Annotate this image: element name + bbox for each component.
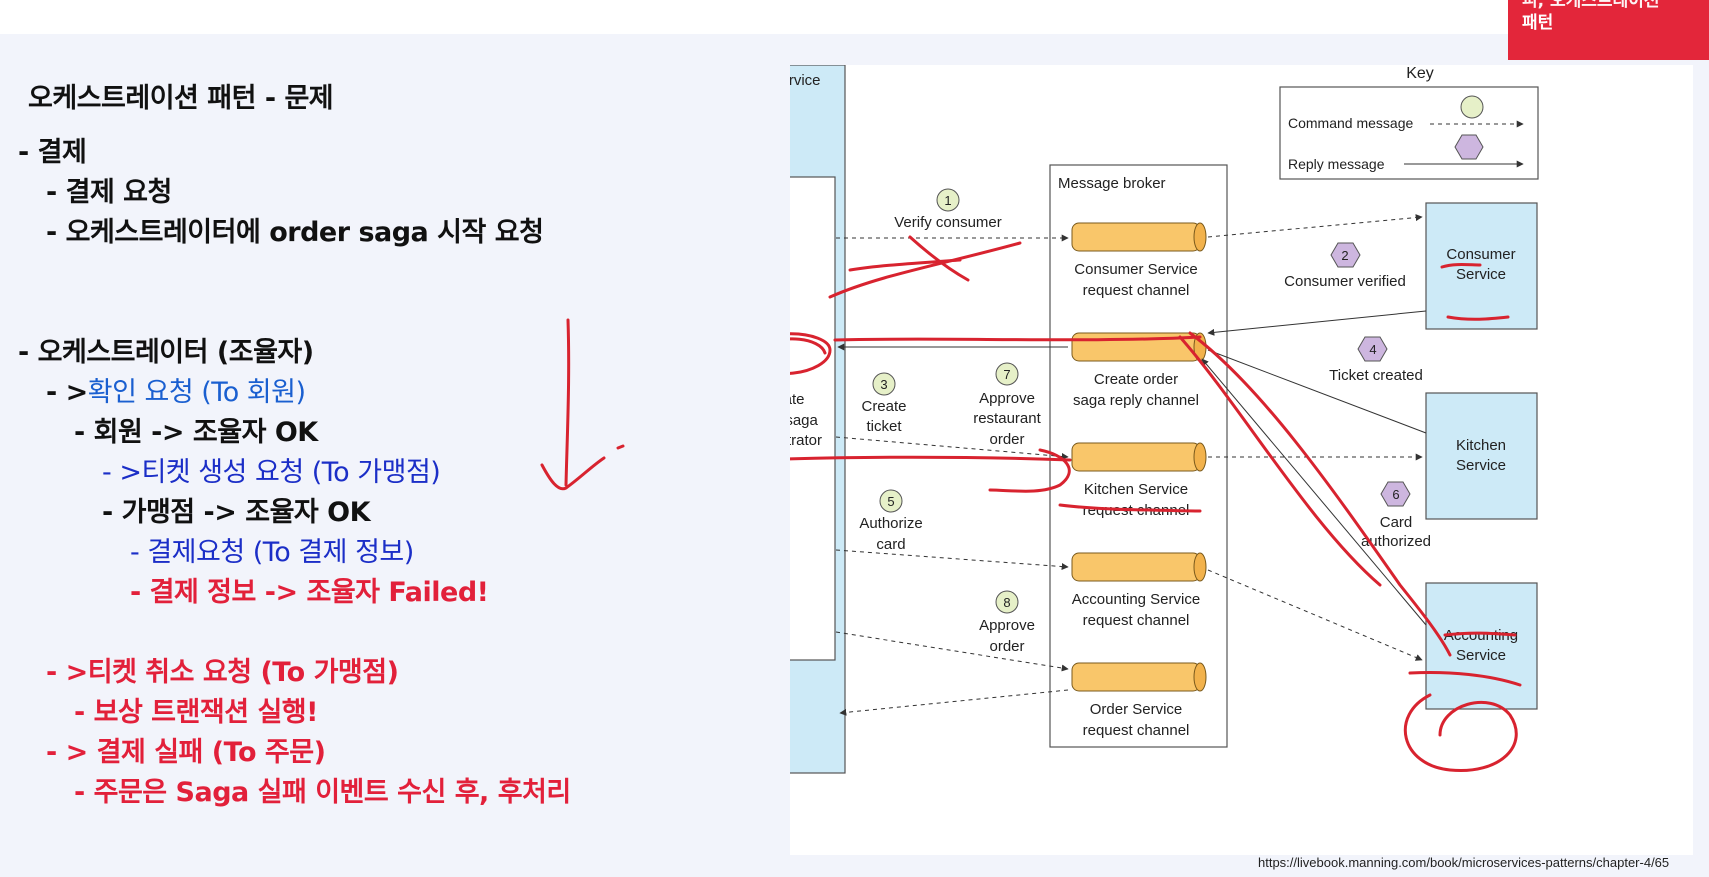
step-8-number: 8 <box>1003 595 1010 610</box>
orchestrator-label-2: order saga <box>790 412 819 429</box>
channel-accounting-request <box>1071 552 1207 582</box>
bullet-verify-request: - >확인 요청 (To 회원) <box>46 370 306 409</box>
pen-arrow-annotation <box>540 318 625 491</box>
step-5-marker <box>879 489 903 513</box>
bullet-payment: - 결제 <box>18 137 87 168</box>
message-broker-label: Message broker <box>1058 175 1166 192</box>
channel-saga-reply-label-2: saga reply channel <box>1073 392 1199 409</box>
kitchen-service-label-2: Service <box>1456 457 1506 474</box>
step-7-label-2: restaurant <box>973 410 1041 427</box>
channel-accounting-label-2: request channel <box>1083 612 1190 629</box>
step-1-marker <box>936 188 960 212</box>
step-6-marker <box>1380 481 1411 507</box>
key-title: Key <box>1406 65 1434 82</box>
channel-accounting-label-1: Accounting Service <box>1072 591 1200 608</box>
step-2-marker <box>1330 242 1361 268</box>
step-5-number: 5 <box>887 494 894 509</box>
section-tag-line-1: 피, 오케스트레이션 <box>1522 0 1660 11</box>
channel-order-label-2: request channel <box>1083 722 1190 739</box>
channel-consumer-label-1: Consumer Service <box>1074 261 1197 278</box>
step-3-number: 3 <box>880 377 887 392</box>
orchestrator-label-3: orchestrator <box>790 432 822 449</box>
kitchen-service-label-1: Kitchen <box>1456 437 1506 454</box>
step-7-label-1: Approve <box>979 390 1035 407</box>
step-3-marker <box>872 372 896 396</box>
step-1-number: 1 <box>944 193 951 208</box>
section-tag-line-2: 패턴 <box>1522 13 1554 33</box>
step-7-marker <box>995 362 1019 386</box>
step-3-label-2: ticket <box>866 418 902 435</box>
step-8-marker <box>995 590 1019 614</box>
bullet-payment-info-request: - 결제요청 (To 결제 정보) <box>130 537 414 568</box>
step-2-label: Consumer verified <box>1284 273 1406 290</box>
bullet-member-ok: - 회원 -> 조율자 OK <box>74 417 318 448</box>
bullet-payment-request: - 결제 요청 <box>46 177 172 208</box>
order-service-label: Order Service <box>790 72 821 89</box>
channel-order-request <box>1071 662 1207 692</box>
bullet-verify-prefix: - > <box>46 377 88 408</box>
channel-order-label-1: Order Service <box>1090 701 1183 718</box>
saga-diagram: Order Service Create order saga orchestr… <box>708 64 1693 855</box>
diagram-canvas: Order Service Create order saga orchestr… <box>708 64 1539 774</box>
step-6-label-1: Card <box>1380 514 1413 531</box>
step-4-number: 4 <box>1369 342 1376 357</box>
bullet-compensating-tx: - 보상 트랜잭션 실행! <box>74 697 318 728</box>
channel-saga-reply-label-1: Create order <box>1094 371 1178 388</box>
channel-kitchen-label-1: Kitchen Service <box>1084 481 1188 498</box>
step-4-marker <box>1357 336 1388 362</box>
bullet-store-ok: - 가맹점 -> 조율자 OK <box>102 497 371 528</box>
step-3-label-1: Create <box>861 398 906 415</box>
accounting-service-label-1: Accounting <box>1444 627 1518 644</box>
consumer-service-label-1: Consumer <box>1446 246 1515 263</box>
step-7-number: 7 <box>1003 367 1010 382</box>
top-bar <box>0 0 1709 34</box>
bullet-payment-fail-order: - > 결제 실패 (To 주문) <box>46 737 326 768</box>
step-4-label: Ticket created <box>1329 367 1423 384</box>
accounting-service-box <box>1425 582 1538 710</box>
step-8-label-2: order <box>989 638 1024 655</box>
section-tag: 피, 오케스트레이션 패턴 <box>1508 0 1709 60</box>
bullet-ticket-cancel: - >티켓 취소 요청 (To 가맹점) <box>46 657 399 688</box>
orchestrator-label-1: Create <box>790 391 805 408</box>
key-reply-label: Reply message <box>1288 156 1385 172</box>
command-message-icon <box>1460 95 1484 119</box>
bullet-start-saga: - 오케스트레이터에 order saga 시작 요청 <box>46 217 544 248</box>
bullet-order-postprocess: - 주문은 Saga 실패 이벤트 수신 후, 후처리 <box>74 777 571 808</box>
pen-strokes <box>708 235 1522 773</box>
reply-message-icon <box>1454 134 1484 160</box>
bullet-ticket-create: - >티켓 생성 요청 (To 가맹점) <box>102 457 441 488</box>
step-6-label-2: authorized <box>1361 533 1431 550</box>
step-5-label-1: Authorize <box>859 515 922 532</box>
bullet-orchestrator: - 오케스트레이터 (조율자) <box>18 337 314 368</box>
step-6-number: 6 <box>1392 487 1399 502</box>
step-1-label: Verify consumer <box>894 214 1002 231</box>
consumer-service-label-2: Service <box>1456 266 1506 283</box>
step-2-number: 2 <box>1341 248 1348 263</box>
channel-kitchen-request <box>1071 442 1207 472</box>
slide-title: 오케스트레이션 패턴 - 문제 <box>28 83 334 114</box>
step-7-label-3: order <box>989 431 1024 448</box>
bullet-payment-failed: - 결제 정보 -> 조율자 Failed! <box>130 577 489 608</box>
channel-consumer-request <box>1071 222 1207 252</box>
source-url: https://livebook.manning.com/book/micros… <box>1258 855 1670 870</box>
bullet-verify-text: 확인 요청 (To 회원) <box>87 377 306 408</box>
accounting-service-label-2: Service <box>1456 647 1506 664</box>
channel-consumer-label-2: request channel <box>1083 282 1190 299</box>
step-8-label-1: Approve <box>979 617 1035 634</box>
key-command-label: Command message <box>1288 115 1413 131</box>
kitchen-service-box <box>1425 392 1538 520</box>
step-5-label-2: card <box>876 536 905 553</box>
